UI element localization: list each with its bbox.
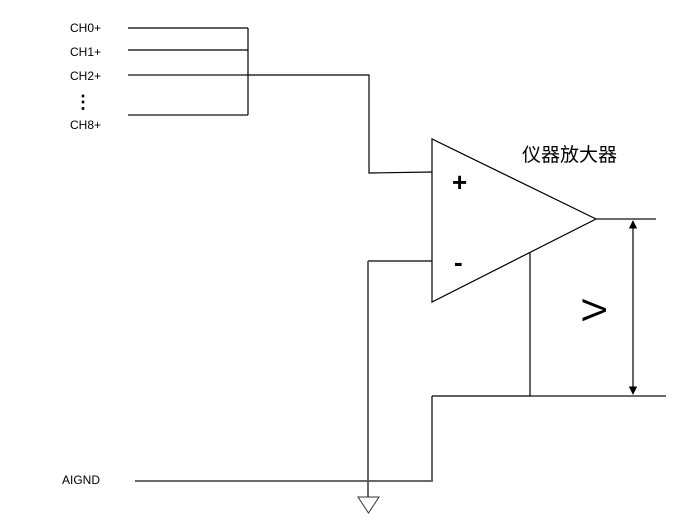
voltage-label: V bbox=[576, 298, 614, 321]
amplifier-title: 仪器放大器 bbox=[522, 144, 617, 166]
ch8-label: CH8+ bbox=[70, 118, 101, 132]
plus-sign: + bbox=[452, 167, 467, 197]
ellipsis-label: ⋮ bbox=[74, 92, 92, 112]
aignd-label: AIGND bbox=[62, 473, 100, 487]
ch0-label: CH0+ bbox=[70, 21, 101, 35]
aignd-wire bbox=[135, 396, 433, 482]
minus-sign: - bbox=[454, 247, 463, 277]
positive-input-wire bbox=[248, 74, 433, 174]
ch1-label: CH1+ bbox=[70, 45, 101, 59]
ch2-label: CH2+ bbox=[70, 69, 101, 83]
amplifier-triangle bbox=[431, 138, 598, 303]
ground-icon bbox=[357, 496, 380, 514]
